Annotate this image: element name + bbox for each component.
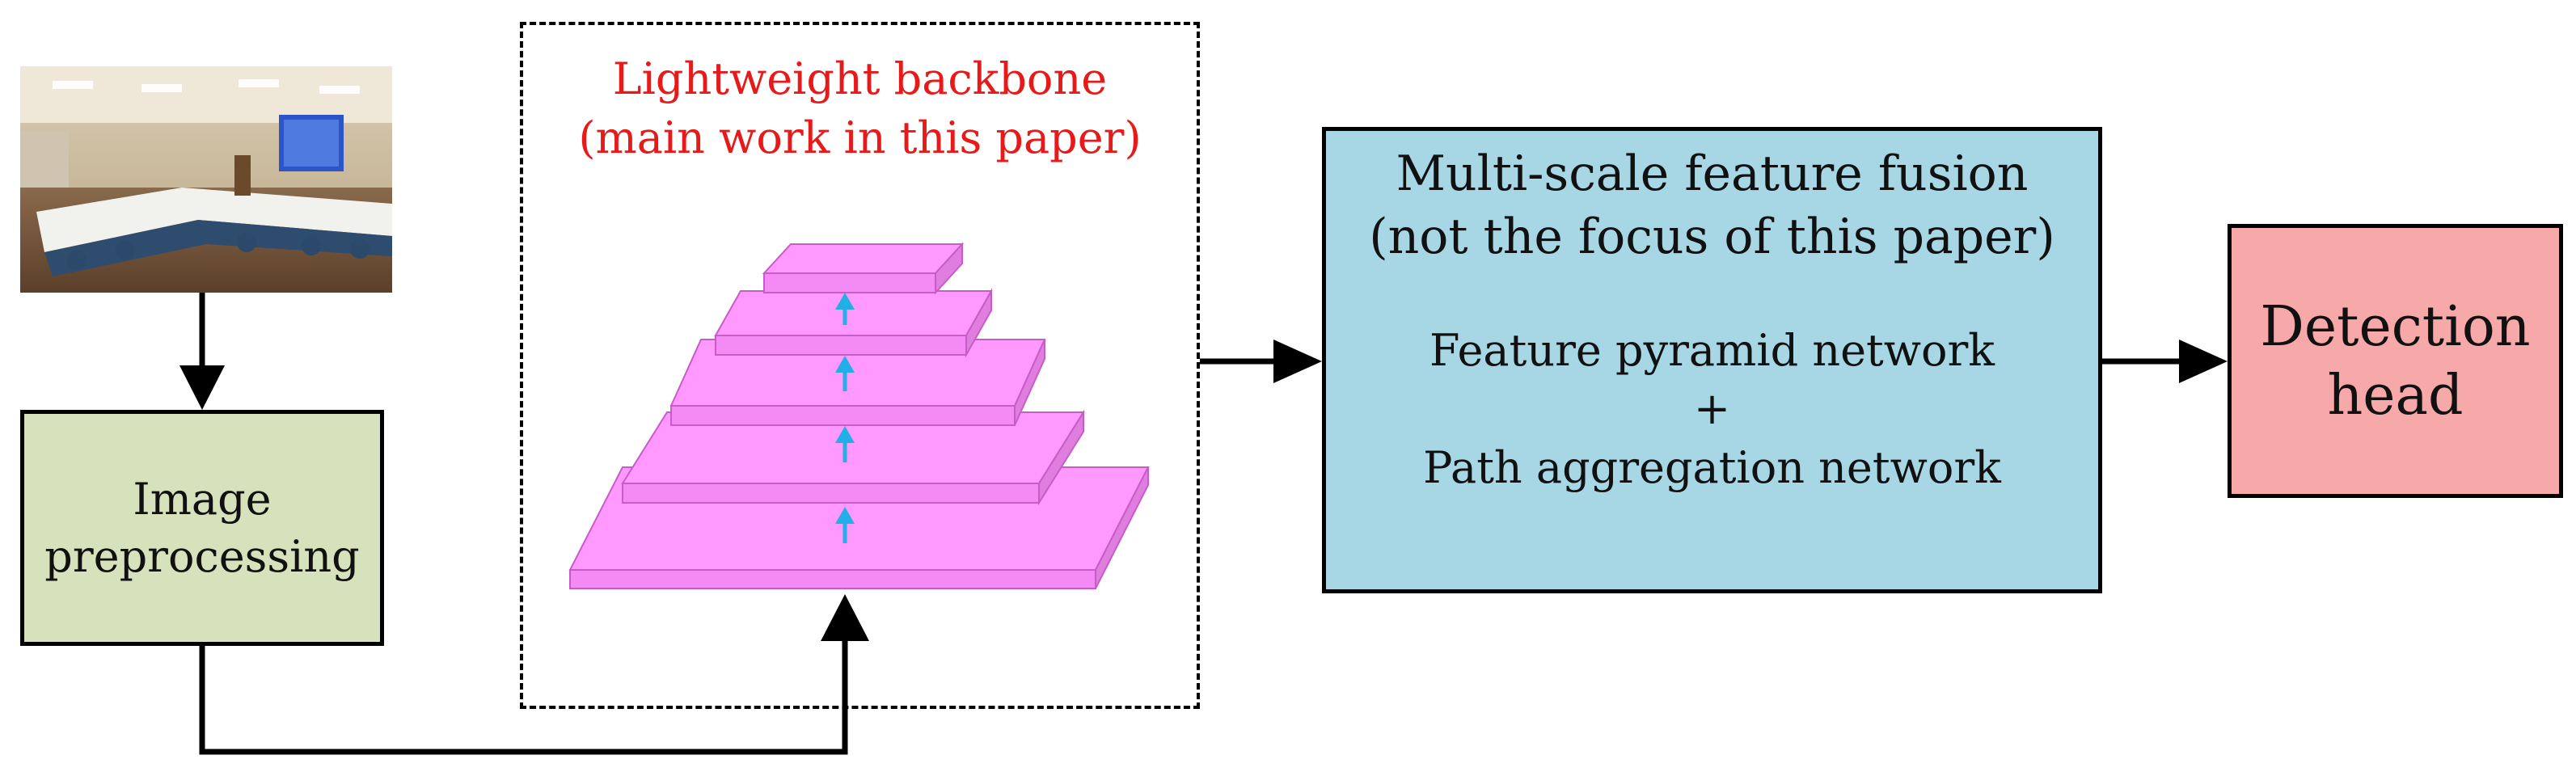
pyramid-flow-arrows (835, 293, 855, 543)
arrow-preprocessing-to-backbone (199, 594, 869, 755)
fusion-title-line2: (not the focus of this paper) (1369, 209, 2055, 265)
plus-label: + (1693, 383, 1731, 435)
pyramid-layer-5 (762, 242, 965, 295)
fpn-label: Feature pyramid network (1429, 325, 1995, 376)
pyramid-layer-4 (714, 288, 993, 358)
preprocessing-label-line2: preprocessing (44, 531, 360, 582)
detection-head-line1: Detection (2260, 294, 2531, 359)
pyramid-up-arrow-3 (835, 356, 855, 391)
conference-room-photo (20, 66, 392, 293)
conference-room-image (20, 66, 392, 293)
fusion-body: Feature pyramid network + Path aggregati… (1322, 322, 2102, 497)
pyramid-layer-3 (669, 339, 1046, 426)
pan-label: Path aggregation network (1423, 441, 2001, 493)
pyramid-up-arrow-1 (835, 507, 855, 543)
detection-head-line2: head (2327, 363, 2464, 428)
arrow-backbone-to-fusion (1200, 340, 1322, 383)
fusion-title-line1: Multi-scale feature fusion (1396, 146, 2029, 202)
fusion-title: Multi-scale feature fusion (not the focu… (1322, 142, 2102, 268)
pyramid-layer-2 (621, 409, 1085, 506)
preprocessing-label-line1: Image (133, 473, 272, 525)
image-preprocessing-box: Image preprocessing (20, 410, 384, 646)
backbone-title-line1: Lightweight backbone (612, 53, 1108, 104)
pyramid-up-arrow-4 (835, 293, 855, 325)
backbone-title-line2: (main work in this paper) (578, 112, 1142, 163)
backbone-title: Lightweight backbone (main work in this … (520, 50, 1200, 168)
detection-head-box: Detection head (2228, 224, 2563, 498)
arrow-fusion-to-head (2102, 340, 2228, 383)
arrow-photo-to-preprocessing (179, 293, 225, 410)
backbone-pyramid (568, 242, 1150, 589)
feature-fusion-box (1322, 127, 2102, 593)
pyramid-up-arrow-2 (835, 426, 855, 462)
lightweight-backbone-box (520, 22, 1200, 709)
